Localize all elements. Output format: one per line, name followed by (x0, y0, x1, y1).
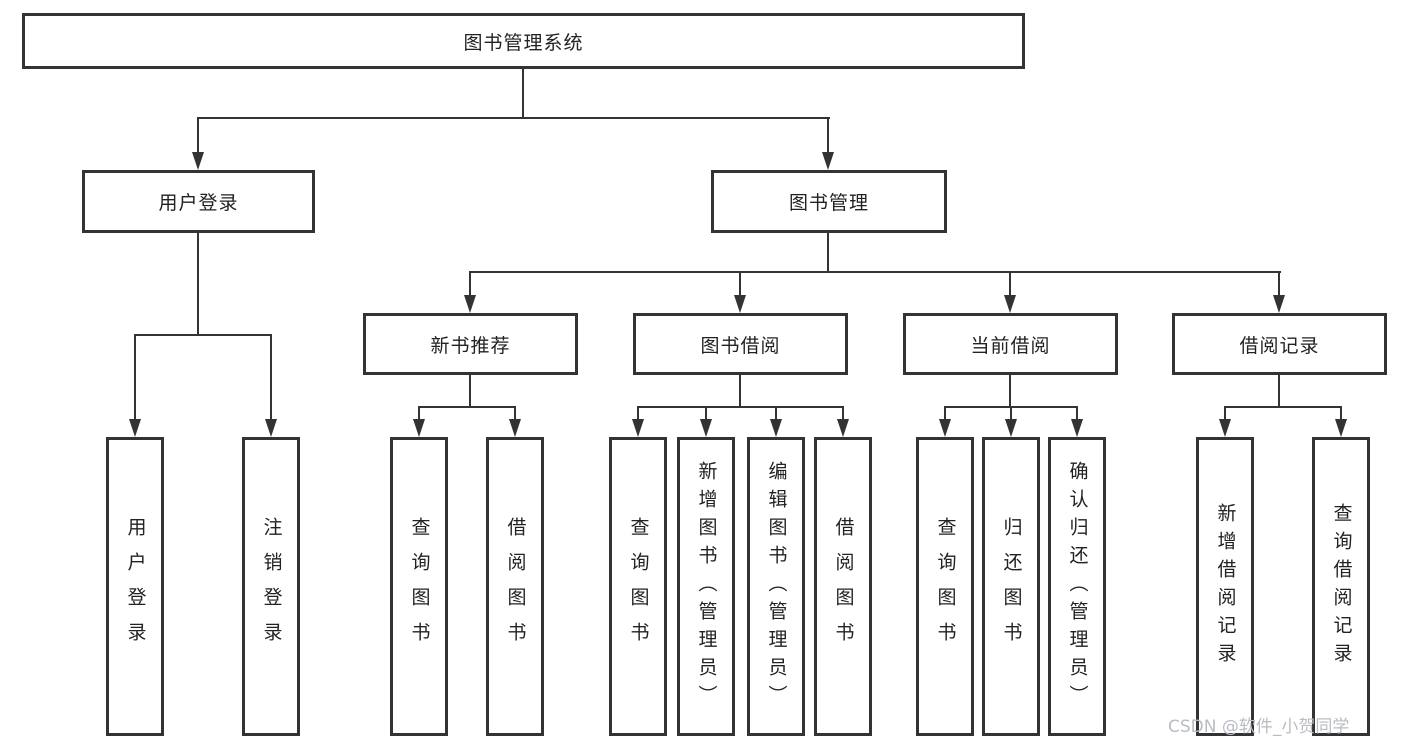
connector-to-leaf-user-login (134, 334, 136, 420)
connector-to-leaf-logout (270, 334, 272, 420)
arrow-down-icon (632, 419, 644, 437)
node-borrow-records-label: 借阅记录 (1239, 334, 1320, 357)
node-user-login-label: 用户登录 (158, 192, 239, 214)
leaf-user-login: 用户登录 (106, 437, 164, 736)
node-new-book-recommend: 新书推荐 (363, 313, 578, 375)
leaf-return-book: 归还图书 (982, 437, 1040, 736)
leaf-edit-book-admin: 编辑图书（管理员） (747, 437, 805, 736)
connector-current-drop (1009, 375, 1011, 407)
node-book-management: 图书管理 (711, 170, 947, 233)
leaf-confirm-return-admin: 确认归还（管理员） (1048, 437, 1106, 736)
arrow-down-icon (1004, 295, 1016, 313)
connector-leaf (842, 406, 844, 420)
connector-leaf (944, 406, 946, 420)
node-root: 图书管理系统 (22, 13, 1025, 69)
leaf-confirm-return-admin-label: 确认归还（管理员） (1066, 460, 1089, 713)
node-root-label: 图书管理系统 (463, 31, 584, 54)
leaf-query-borrow-record: 查询借阅记录 (1312, 437, 1370, 736)
leaf-edit-book-admin-label: 编辑图书（管理员） (765, 460, 788, 713)
leaf-user-login-label: 用户登录 (124, 516, 147, 657)
connector-root-split (197, 117, 830, 119)
connector-book-management-drop (827, 233, 829, 272)
arrow-down-icon (413, 419, 425, 437)
leaf-add-book-admin-label: 新增图书（管理员） (695, 460, 718, 713)
arrow-down-icon (509, 419, 521, 437)
leaf-query-books-recommend: 查询图书 (390, 437, 448, 736)
arrow-down-icon (129, 419, 141, 437)
leaf-borrow-books: 借阅图书 (814, 437, 872, 736)
leaf-add-book-admin: 新增图书（管理员） (677, 437, 735, 736)
connector-to-new-book-recommend (469, 271, 471, 296)
node-user-login: 用户登录 (82, 170, 315, 233)
connector-to-book-management (827, 117, 829, 153)
connector-leaf (1340, 406, 1342, 420)
arrow-down-icon (734, 295, 746, 313)
arrow-down-icon (939, 419, 951, 437)
connector-user-login-split (134, 334, 272, 336)
node-current-borrow: 当前借阅 (903, 313, 1118, 375)
connector-leaf (514, 406, 516, 420)
connector-leaf (705, 406, 707, 420)
node-book-borrow-label: 图书借阅 (700, 334, 781, 357)
arrow-down-icon (770, 419, 782, 437)
connector-recommend-drop (469, 375, 471, 407)
arrow-down-icon (1005, 419, 1017, 437)
arrow-down-icon (1335, 419, 1347, 437)
arrow-down-icon (700, 419, 712, 437)
node-new-book-recommend-label: 新书推荐 (430, 334, 511, 357)
connector-to-book-borrow (739, 271, 741, 296)
connector-to-user-login (197, 117, 199, 153)
arrow-down-icon (464, 295, 476, 313)
leaf-borrow-books-recommend: 借阅图书 (486, 437, 544, 736)
leaf-query-books-current-label: 查询图书 (934, 516, 957, 657)
connector-records-drop (1278, 375, 1280, 407)
leaf-add-borrow-record-label: 新增借阅记录 (1214, 502, 1237, 671)
arrow-down-icon (1273, 295, 1285, 313)
connector-leaf (637, 406, 639, 420)
watermark-csdn: CSDN @软件_小贺同学 (1168, 717, 1350, 737)
node-book-management-label: 图书管理 (788, 192, 869, 214)
connector-recommend-split (418, 406, 516, 408)
connector-leaf (418, 406, 420, 420)
connector-borrow-drop (739, 375, 741, 407)
arrow-down-icon (837, 419, 849, 437)
connector-leaf (1076, 406, 1078, 420)
leaf-add-borrow-record: 新增借阅记录 (1196, 437, 1254, 736)
leaf-logout-label: 注销登录 (260, 516, 283, 657)
arrow-down-icon (822, 152, 834, 170)
leaf-logout: 注销登录 (242, 437, 300, 736)
arrow-down-icon (265, 419, 277, 437)
leaf-query-books-current: 查询图书 (916, 437, 974, 736)
leaf-query-books-borrow-label: 查询图书 (627, 516, 650, 657)
connector-records-split (1224, 406, 1342, 408)
leaf-query-books-recommend-label: 查询图书 (408, 516, 431, 657)
leaf-query-borrow-record-label: 查询借阅记录 (1330, 502, 1353, 671)
leaf-borrow-books-label: 借阅图书 (832, 516, 855, 657)
arrow-down-icon (192, 152, 204, 170)
connector-borrow-split (637, 406, 844, 408)
node-book-borrow: 图书借阅 (633, 313, 848, 375)
node-current-borrow-label: 当前借阅 (970, 334, 1051, 357)
node-borrow-records: 借阅记录 (1172, 313, 1387, 375)
leaf-query-books-borrow: 查询图书 (609, 437, 667, 736)
leaf-return-book-label: 归还图书 (1000, 516, 1023, 657)
arrow-down-icon (1071, 419, 1083, 437)
connector-leaf (1224, 406, 1226, 420)
connector-leaf (775, 406, 777, 420)
connector-book-management-split (469, 271, 1281, 273)
connector-user-login-drop (197, 233, 199, 335)
connector-to-current-borrow (1009, 271, 1011, 296)
connector-to-borrow-records (1278, 271, 1280, 296)
connector-leaf (1010, 406, 1012, 420)
connector-root-drop (522, 69, 524, 118)
leaf-borrow-books-recommend-label: 借阅图书 (504, 516, 527, 657)
arrow-down-icon (1219, 419, 1231, 437)
